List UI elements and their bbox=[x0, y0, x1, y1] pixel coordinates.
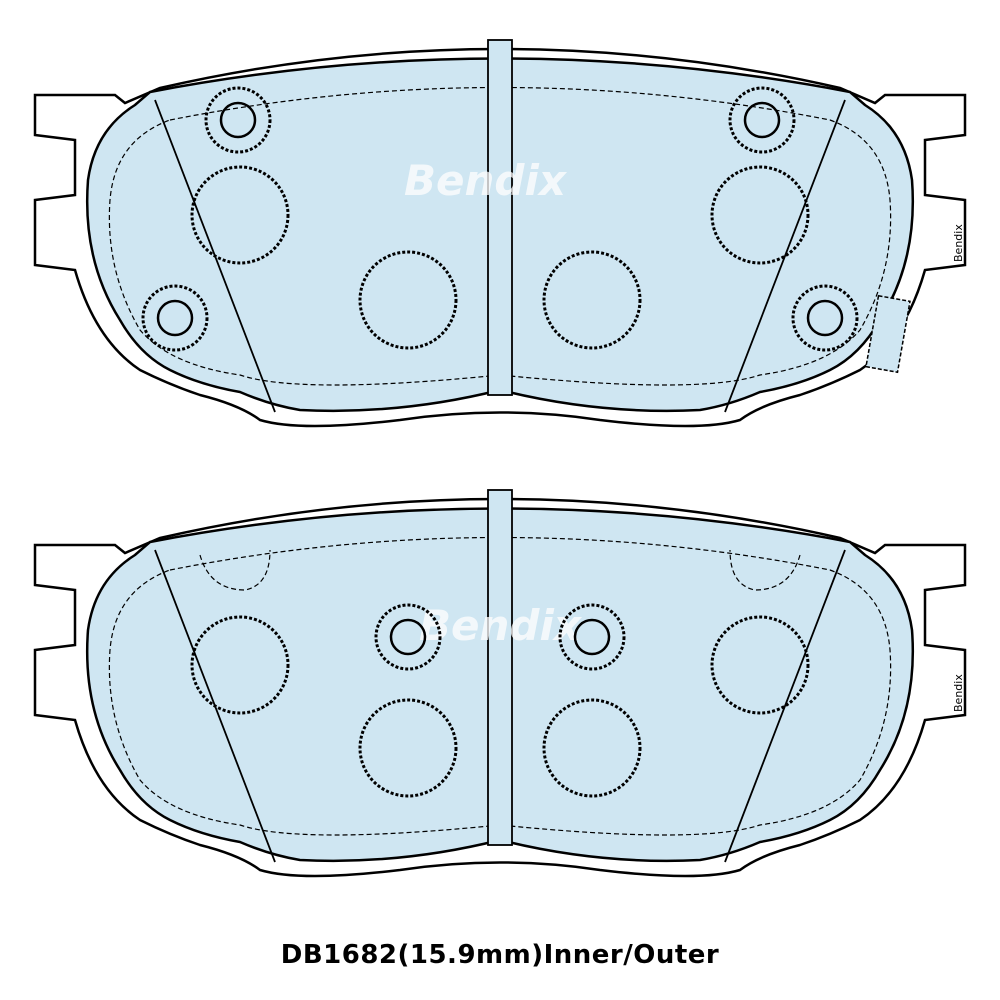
rivet bbox=[558, 603, 626, 671]
outer-notch-left bbox=[199, 549, 271, 591]
outer-chamfer-right bbox=[724, 549, 846, 863]
inner-wear-sensor bbox=[865, 294, 911, 374]
rivet-inner bbox=[219, 101, 257, 139]
rivet bbox=[358, 250, 458, 350]
outer-side-label: Bendix bbox=[952, 674, 965, 712]
rivet-inner bbox=[389, 618, 427, 656]
inner-watermark: Bendix bbox=[404, 156, 568, 205]
outer-pad: Bendix Bendix bbox=[33, 489, 967, 878]
rivet-inner bbox=[806, 299, 844, 337]
rivet-inner bbox=[573, 618, 611, 656]
rivet bbox=[204, 86, 272, 154]
rivet bbox=[190, 165, 290, 265]
rivet-inner bbox=[156, 299, 194, 337]
inner-side-label: Bendix bbox=[952, 224, 965, 262]
outer-watermark: Bendix bbox=[419, 601, 583, 650]
outer-notch-right bbox=[729, 549, 801, 591]
inner-rivets bbox=[141, 86, 859, 352]
inner-pad: Bendix Bendix bbox=[33, 39, 967, 428]
rivet bbox=[791, 284, 859, 352]
rivet bbox=[358, 698, 458, 798]
rivet-inner bbox=[743, 101, 781, 139]
inner-chamfer-right bbox=[724, 99, 846, 413]
rivet bbox=[542, 250, 642, 350]
outer-rivets bbox=[190, 603, 810, 798]
inner-pad-dashed-outline bbox=[108, 86, 892, 386]
rivet bbox=[141, 284, 209, 352]
part-number-caption: DB1682(15.9mm)Inner/Outer bbox=[280, 940, 720, 970]
outer-pad-dashed-outline bbox=[108, 536, 892, 836]
inner-center-slot bbox=[487, 39, 513, 396]
rivet bbox=[190, 615, 290, 715]
rivet bbox=[710, 615, 810, 715]
rivet bbox=[728, 86, 796, 154]
rivet bbox=[710, 165, 810, 265]
rivet bbox=[542, 698, 642, 798]
outer-center-slot bbox=[487, 489, 513, 846]
rivet bbox=[374, 603, 442, 671]
